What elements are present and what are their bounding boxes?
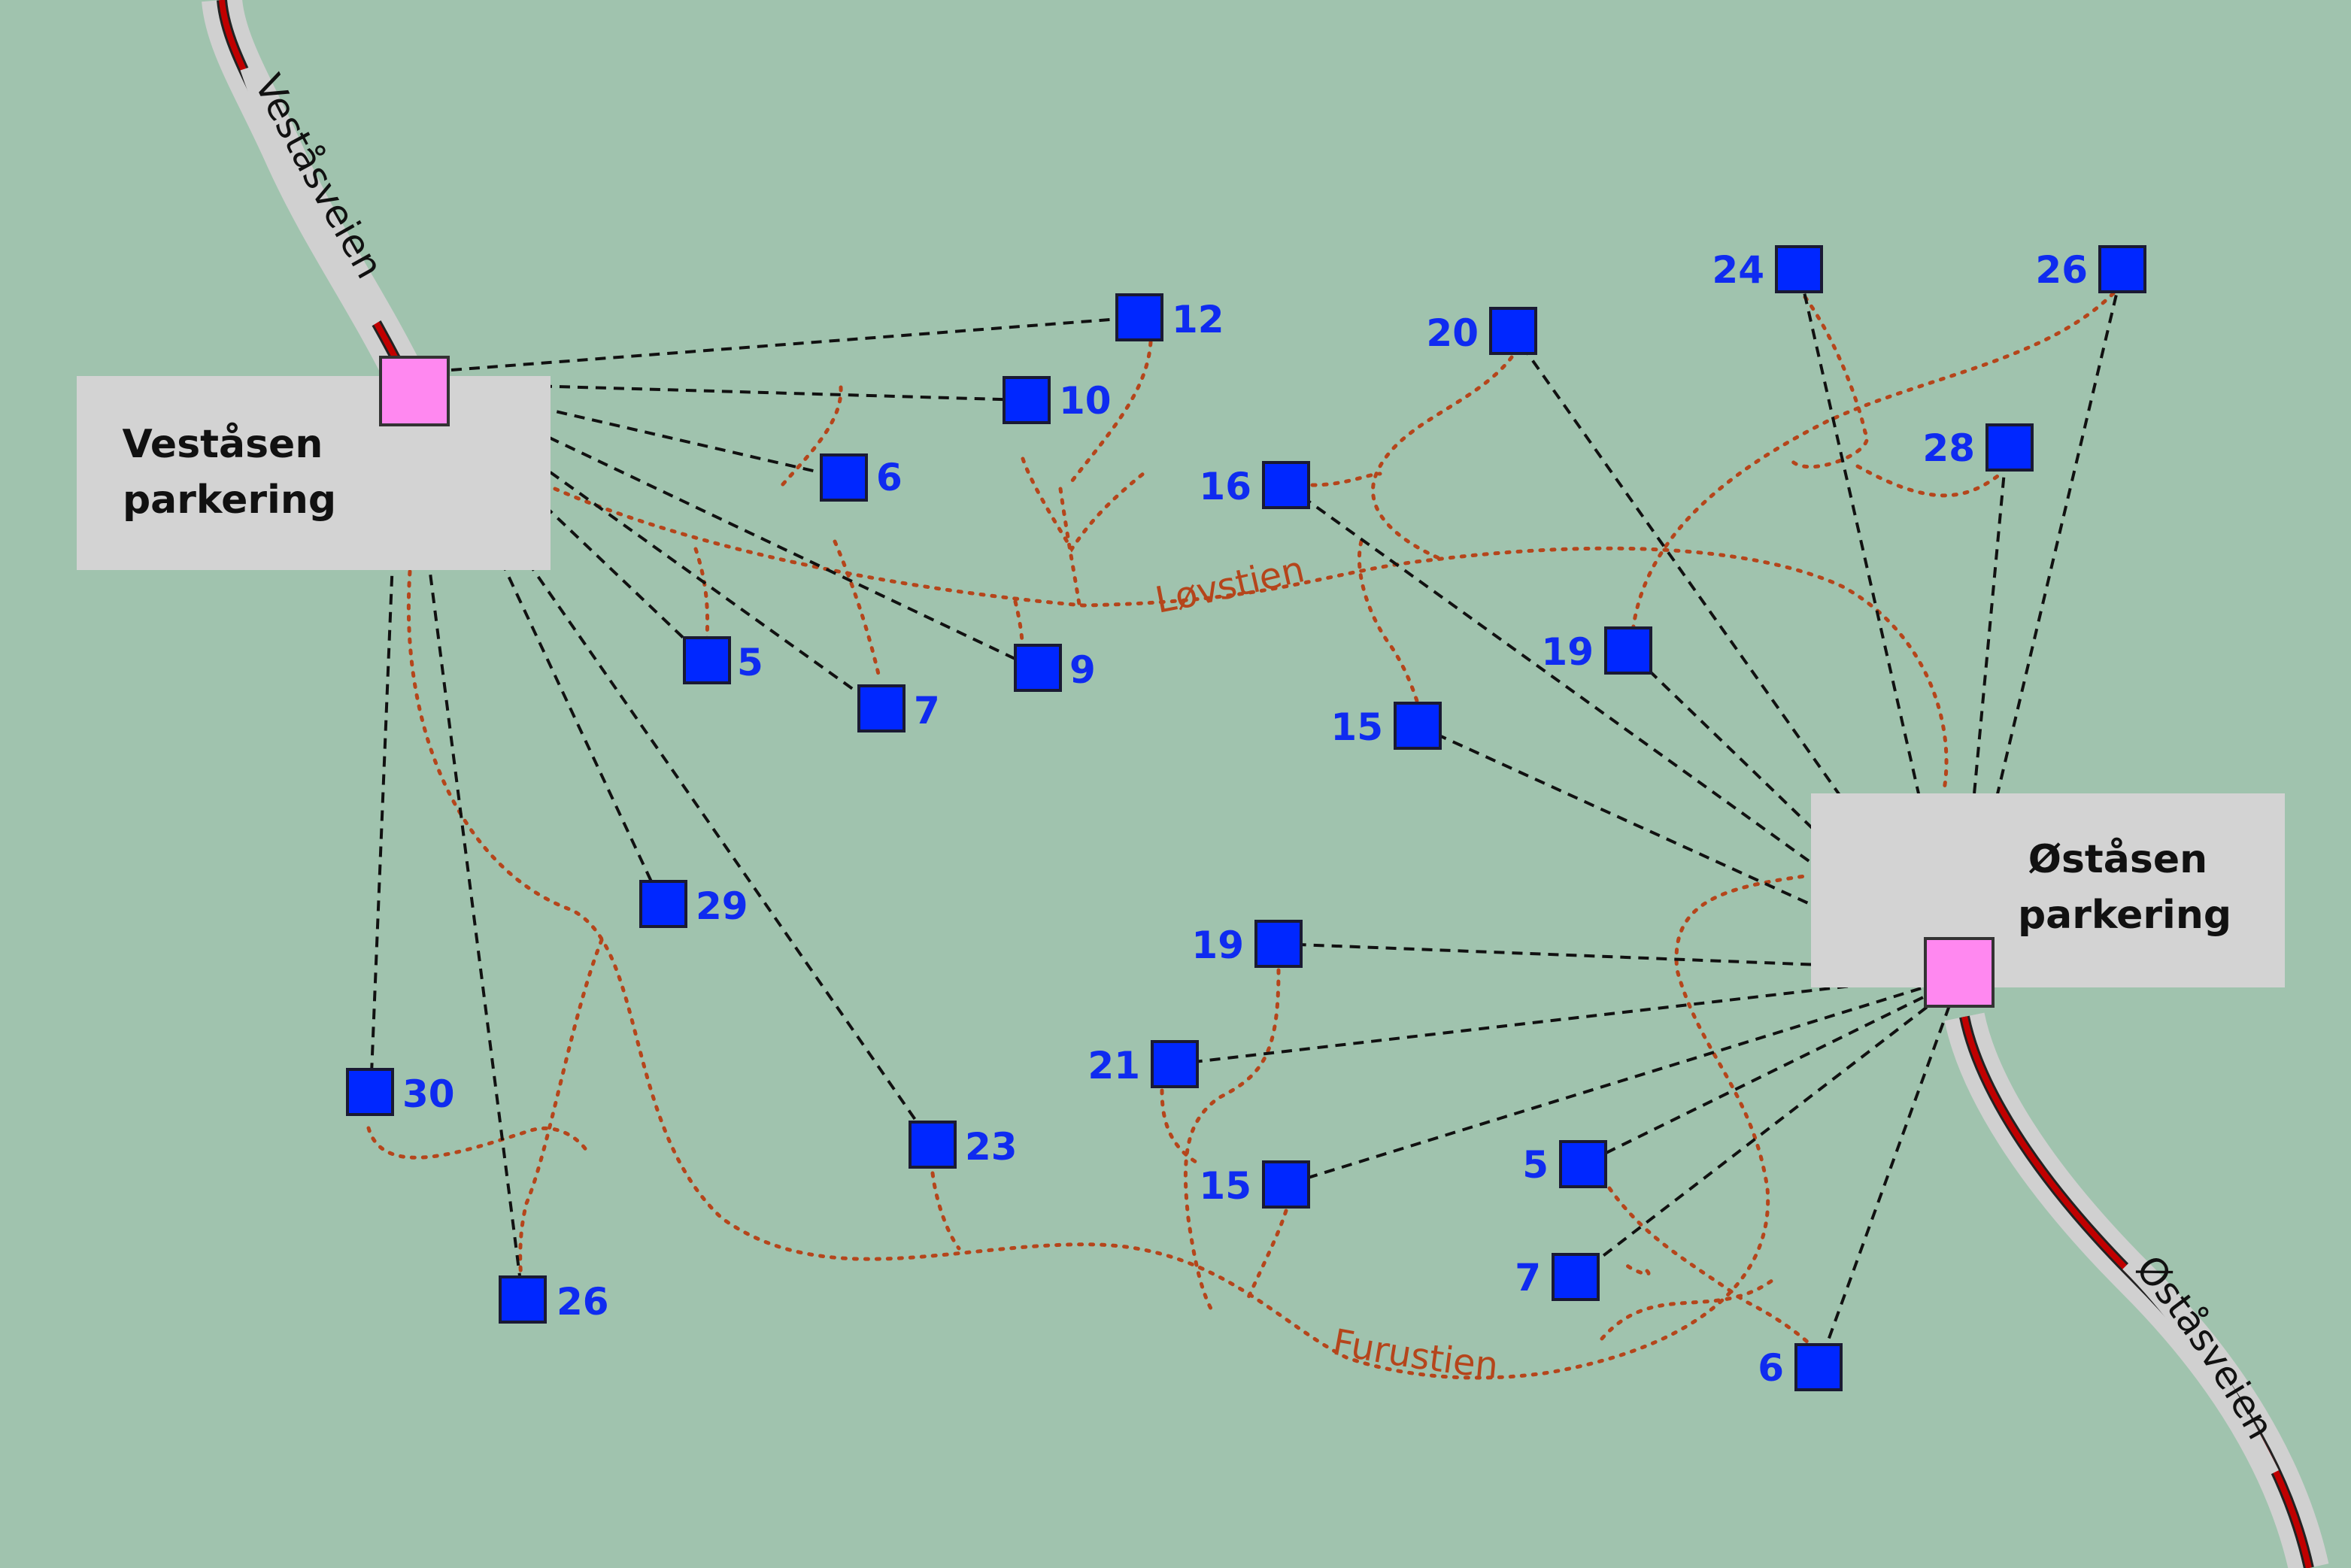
site-marker[interactable]: 6: [820, 453, 902, 502]
site-number: 10: [1059, 379, 1112, 423]
road-east: [1964, 1017, 2309, 1568]
site-number: 6: [1758, 1346, 1784, 1390]
site-marker[interactable]: 24: [1712, 245, 1823, 293]
site-number: 5: [1522, 1143, 1549, 1187]
site-marker[interactable]: 19: [1541, 626, 1652, 675]
site-marker[interactable]: 26: [2035, 245, 2146, 293]
site-number: 30: [402, 1072, 455, 1116]
site-number: 12: [1172, 298, 1224, 341]
parking-marker-east[interactable]: [1924, 937, 1995, 1008]
site-number: 23: [965, 1125, 1018, 1169]
site-number: 7: [914, 689, 940, 732]
parking-label-east: Øståsen parkering: [2018, 837, 2231, 938]
site-number: 19: [1541, 630, 1594, 674]
site-number: 16: [1199, 465, 1251, 508]
parking-marker-west[interactable]: [379, 356, 450, 426]
site-number: 9: [1069, 648, 1096, 692]
site-number: 26: [2035, 248, 2088, 292]
parking-label-west: Veståsen parkering: [123, 422, 337, 523]
site-number: 19: [1191, 924, 1244, 967]
site-number: 5: [737, 641, 763, 684]
site-marker[interactable]: 21: [1088, 1040, 1199, 1088]
site-marker[interactable]: 10: [1003, 376, 1112, 424]
site-marker[interactable]: 23: [909, 1121, 1018, 1169]
parking-label-bg-east: [1811, 793, 2285, 987]
road-west: [222, 0, 412, 391]
site-number: 20: [1426, 311, 1479, 355]
trail-furustien: [406, 569, 1807, 1380]
site-number: 7: [1515, 1256, 1541, 1300]
site-number: 29: [696, 884, 748, 928]
site-marker[interactable]: 5: [683, 636, 763, 684]
site-number: 21: [1088, 1044, 1140, 1087]
site-number: 26: [557, 1280, 609, 1324]
site-marker[interactable]: 20: [1426, 307, 1537, 355]
site-marker[interactable]: 30: [346, 1068, 455, 1116]
sites-east: 20 24 26 28 16 19 15 19: [1088, 245, 2146, 1391]
site-marker[interactable]: 9: [1014, 644, 1096, 692]
parking-label-bg-west: [77, 376, 551, 570]
site-marker[interactable]: 7: [1515, 1253, 1600, 1301]
site-marker[interactable]: 19: [1191, 920, 1303, 968]
site-marker[interactable]: 28: [1922, 423, 2034, 472]
site-marker[interactable]: 6: [1758, 1343, 1843, 1391]
site-number: 15: [1199, 1164, 1251, 1208]
site-number: 15: [1330, 705, 1383, 749]
site-number: 24: [1712, 248, 1764, 292]
site-number: 6: [876, 456, 902, 499]
trail-network: [366, 291, 2116, 1380]
site-marker[interactable]: 26: [499, 1275, 609, 1324]
site-marker[interactable]: 5: [1522, 1140, 1607, 1188]
site-marker[interactable]: 16: [1199, 461, 1310, 509]
site-marker[interactable]: 29: [639, 880, 748, 928]
site-marker[interactable]: 15: [1199, 1160, 1310, 1209]
sites-west: 12 10 6 5 7 9 29 30: [346, 293, 1224, 1324]
site-marker[interactable]: 7: [857, 684, 940, 732]
site-marker[interactable]: 12: [1115, 293, 1224, 341]
site-number: 28: [1922, 426, 1975, 470]
site-marker[interactable]: 15: [1330, 702, 1442, 750]
